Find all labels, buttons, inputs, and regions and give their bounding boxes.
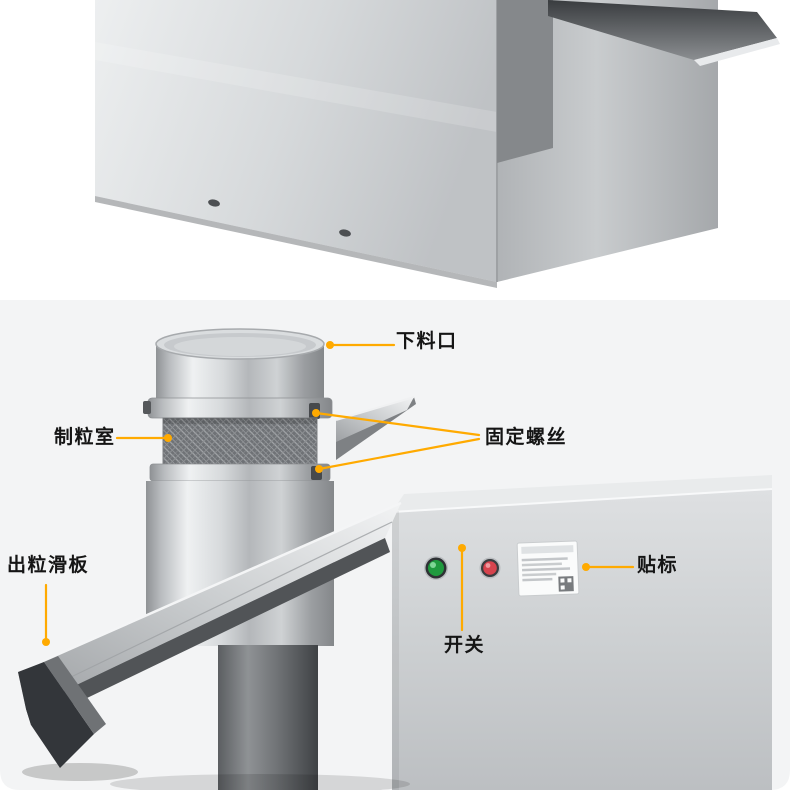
clamp-handle-left (143, 401, 151, 414)
callout-discharge-slide: 出粒滑板 (7, 555, 90, 576)
discharge-chute-upper-blade (335, 396, 416, 460)
callout-switch: 开关 (444, 635, 486, 656)
granulation-chamber-mesh (162, 417, 318, 465)
machine-photo-section (0, 0, 790, 300)
vent-hole-right (339, 229, 351, 237)
floor-shadow-center (110, 774, 410, 790)
spec-sticker (516, 540, 580, 597)
clamp-flange-bottom (149, 463, 331, 482)
control-cabinet (391, 475, 773, 790)
qr-code (558, 576, 574, 592)
callout-granulation-chamber: 制粒室 (54, 427, 116, 448)
cabinet-front-face (95, 0, 497, 282)
leader-fixing-screw-bottom (317, 437, 481, 471)
machine-diagram-section: 下料口 固定螺丝 制粒室 出粒滑板 贴标 开关 (0, 300, 790, 790)
callout-fixing-screws: 固定螺丝 (485, 427, 568, 448)
chute-top-edge-highlight (17, 501, 402, 674)
leader-dot-discharge-slide (42, 638, 50, 646)
leader-dot-switch (458, 544, 466, 552)
cabinet-left-edge-shade (392, 511, 399, 790)
feed-drum (155, 328, 325, 400)
machine-diagram-illustration (0, 300, 790, 790)
cabinet-top-face (392, 475, 772, 512)
stop-button[interactable] (479, 557, 501, 579)
chute-crease (39, 521, 393, 693)
pedestal-column (218, 645, 318, 790)
discharge-chute (17, 501, 402, 768)
chute-thickness-edge (26, 538, 390, 725)
cabinet-bottom-edge (95, 196, 497, 288)
cylinder-shadow (497, 0, 553, 163)
chute-underside-bright-edge (694, 38, 780, 66)
chute-top-face (18, 503, 401, 709)
vent-hole-left (208, 199, 220, 207)
leader-dot-granulation-chamber (164, 434, 172, 442)
cabinet-top-edge-highlight (391, 488, 773, 513)
leader-dot-sticker (582, 563, 590, 571)
leader-dot-fixing-screw-top (312, 409, 320, 417)
callout-sticker: 贴标 (637, 555, 679, 576)
chute-end-cap-highlight (44, 656, 106, 734)
machine-photo-illustration (95, 0, 780, 288)
annotation-leaders (42, 341, 635, 646)
clamp-flange-top (143, 397, 333, 419)
cabinet-front-highlight (95, 42, 497, 132)
leader-dot-fixing-screw-bottom (315, 465, 323, 473)
chute-end-cap (18, 662, 94, 768)
callout-discharge-port: 下料口 (396, 331, 458, 352)
leader-dot-discharge-port (326, 341, 334, 349)
start-button[interactable] (424, 556, 448, 580)
leader-fixing-screw-top (314, 411, 481, 437)
floor-shadow-chute-tip (22, 763, 138, 781)
chute-underside-dark (548, 0, 777, 60)
